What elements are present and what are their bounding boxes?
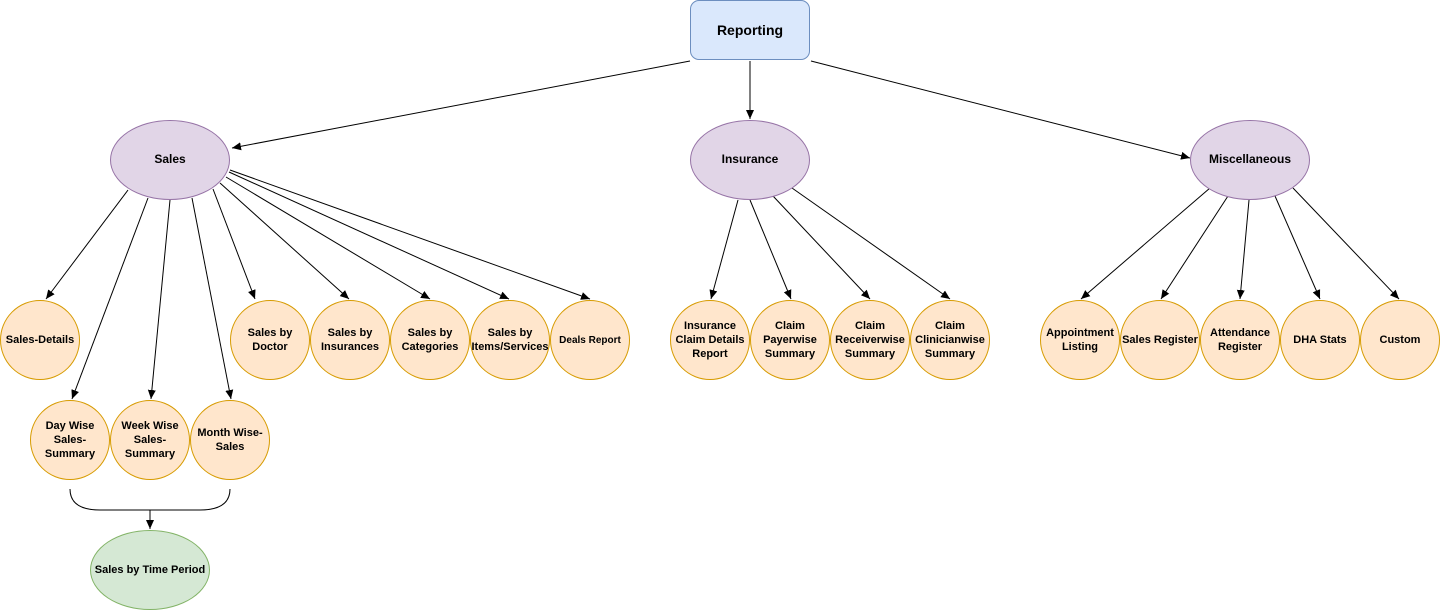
sales-by-items-node[interactable]: Sales by Items/Services xyxy=(470,300,550,380)
attendance-register-node[interactable]: Attendance Register xyxy=(1200,300,1280,380)
edge-sales-items xyxy=(228,171,510,300)
edge-sales-week xyxy=(147,199,171,400)
edge-sales-month xyxy=(191,197,234,400)
edge-misc-dha xyxy=(1274,195,1321,300)
edge-ins-receiver xyxy=(772,195,871,300)
sales-node[interactable]: Sales xyxy=(110,120,230,200)
edge-ins-payer xyxy=(749,199,792,300)
sales-by-doctor-node[interactable]: Sales by Doctor xyxy=(230,300,310,380)
deals-report-node[interactable]: Deals Report xyxy=(550,300,630,380)
day-wise-summary-node[interactable]: Day Wise Sales- Summary xyxy=(30,400,110,480)
week-wise-summary-node[interactable]: Week Wise Sales- Summary xyxy=(110,400,190,480)
reporting-node[interactable]: Reporting xyxy=(690,0,810,60)
claim-clinicianwise-node[interactable]: Claim Clinicianwise Summary xyxy=(910,300,990,380)
edge-sales-details xyxy=(45,189,129,300)
edge-reporting-misc xyxy=(810,60,1191,160)
appointment-listing-node[interactable]: Appointment Listing xyxy=(1040,300,1120,380)
dha-stats-node[interactable]: DHA Stats xyxy=(1280,300,1360,380)
sales-by-time-period-node[interactable]: Sales by Time Period xyxy=(90,530,210,610)
edge-sales-categories xyxy=(225,176,431,300)
insurance-claim-details-node[interactable]: Insurance Claim Details Report xyxy=(670,300,750,380)
edge-sales-day xyxy=(71,197,149,400)
edge-reporting-sales xyxy=(231,60,691,151)
edge-ins-clinician xyxy=(791,187,951,300)
sales-details-node[interactable]: Sales-Details xyxy=(0,300,80,380)
edge-ins-claimdetails xyxy=(709,199,739,300)
sales-by-categories-node[interactable]: Sales by Categories xyxy=(390,300,470,380)
edge-misc-register xyxy=(1160,195,1229,300)
claim-payerwise-node[interactable]: Claim Payerwise Summary xyxy=(750,300,830,380)
edge-sales-doctor xyxy=(212,188,256,300)
edge-sales-deals xyxy=(229,169,591,300)
month-wise-sales-node[interactable]: Month Wise- Sales xyxy=(190,400,270,480)
edge-misc-attendance xyxy=(1236,199,1250,300)
grouping-brace xyxy=(69,488,231,511)
insurance-node[interactable]: Insurance xyxy=(690,120,810,200)
sales-by-insurances-node[interactable]: Sales by Insurances xyxy=(310,300,390,380)
edge-sales-insurances xyxy=(219,182,350,300)
edge-misc-custom xyxy=(1292,187,1400,300)
edge-misc-appointment xyxy=(1080,187,1211,300)
claim-receiverwise-node[interactable]: Claim Receiverwise Summary xyxy=(830,300,910,380)
sales-register-node[interactable]: Sales Register xyxy=(1120,300,1200,380)
miscellaneous-node[interactable]: Miscellaneous xyxy=(1190,120,1310,200)
custom-node[interactable]: Custom xyxy=(1360,300,1440,380)
